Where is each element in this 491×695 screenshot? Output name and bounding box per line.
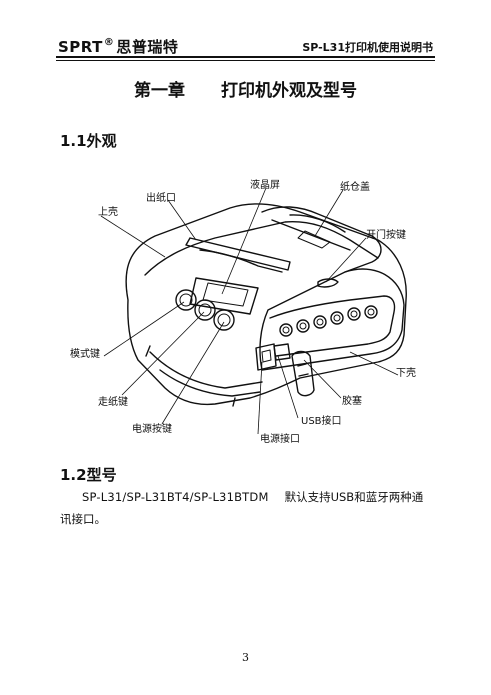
label-lower-shell: 下壳: [396, 368, 416, 379]
label-paper-cover: 纸仓盖: [340, 182, 370, 193]
section-heading-appearance: 1.1外观: [60, 132, 117, 150]
label-paper-outlet: 出纸口: [146, 193, 176, 204]
brand-logo: SPRT®思普瑞特: [58, 36, 178, 57]
document-title: SP-L31打印机使用说明书: [302, 41, 433, 54]
label-open-button: 开门按键: [366, 230, 406, 241]
label-usb-port: USB接口: [301, 416, 342, 427]
label-power-port: 电源接口: [260, 434, 300, 445]
model-list: SP-L31/SP-L31BT4/SP-L31BTDM: [82, 490, 269, 504]
chapter-number: 第一章: [134, 81, 185, 101]
brand-cn: 思普瑞特: [116, 38, 179, 56]
chapter-heading: 第一章 打印机外观及型号: [0, 76, 491, 101]
header-rule-thin: [56, 60, 435, 61]
header-rule: [56, 56, 435, 58]
registered-mark: ®: [103, 37, 115, 48]
interface-description: 默认支持USB和蓝牙两种通讯接口。: [60, 490, 424, 526]
chapter-title: 打印机外观及型号: [221, 81, 357, 101]
section-heading-model: 1.2型号: [60, 466, 117, 484]
label-lcd: 液晶屏: [250, 180, 280, 191]
brand-name: SPRT: [58, 38, 103, 56]
label-mode-key: 模式键: [70, 349, 100, 360]
page-number: 3: [242, 651, 249, 664]
label-rubber-plug: 胶塞: [342, 396, 362, 407]
label-upper-shell: 上壳: [98, 207, 118, 218]
label-feed-key: 走纸键: [98, 397, 128, 408]
label-power-button: 电源按键: [132, 424, 172, 435]
